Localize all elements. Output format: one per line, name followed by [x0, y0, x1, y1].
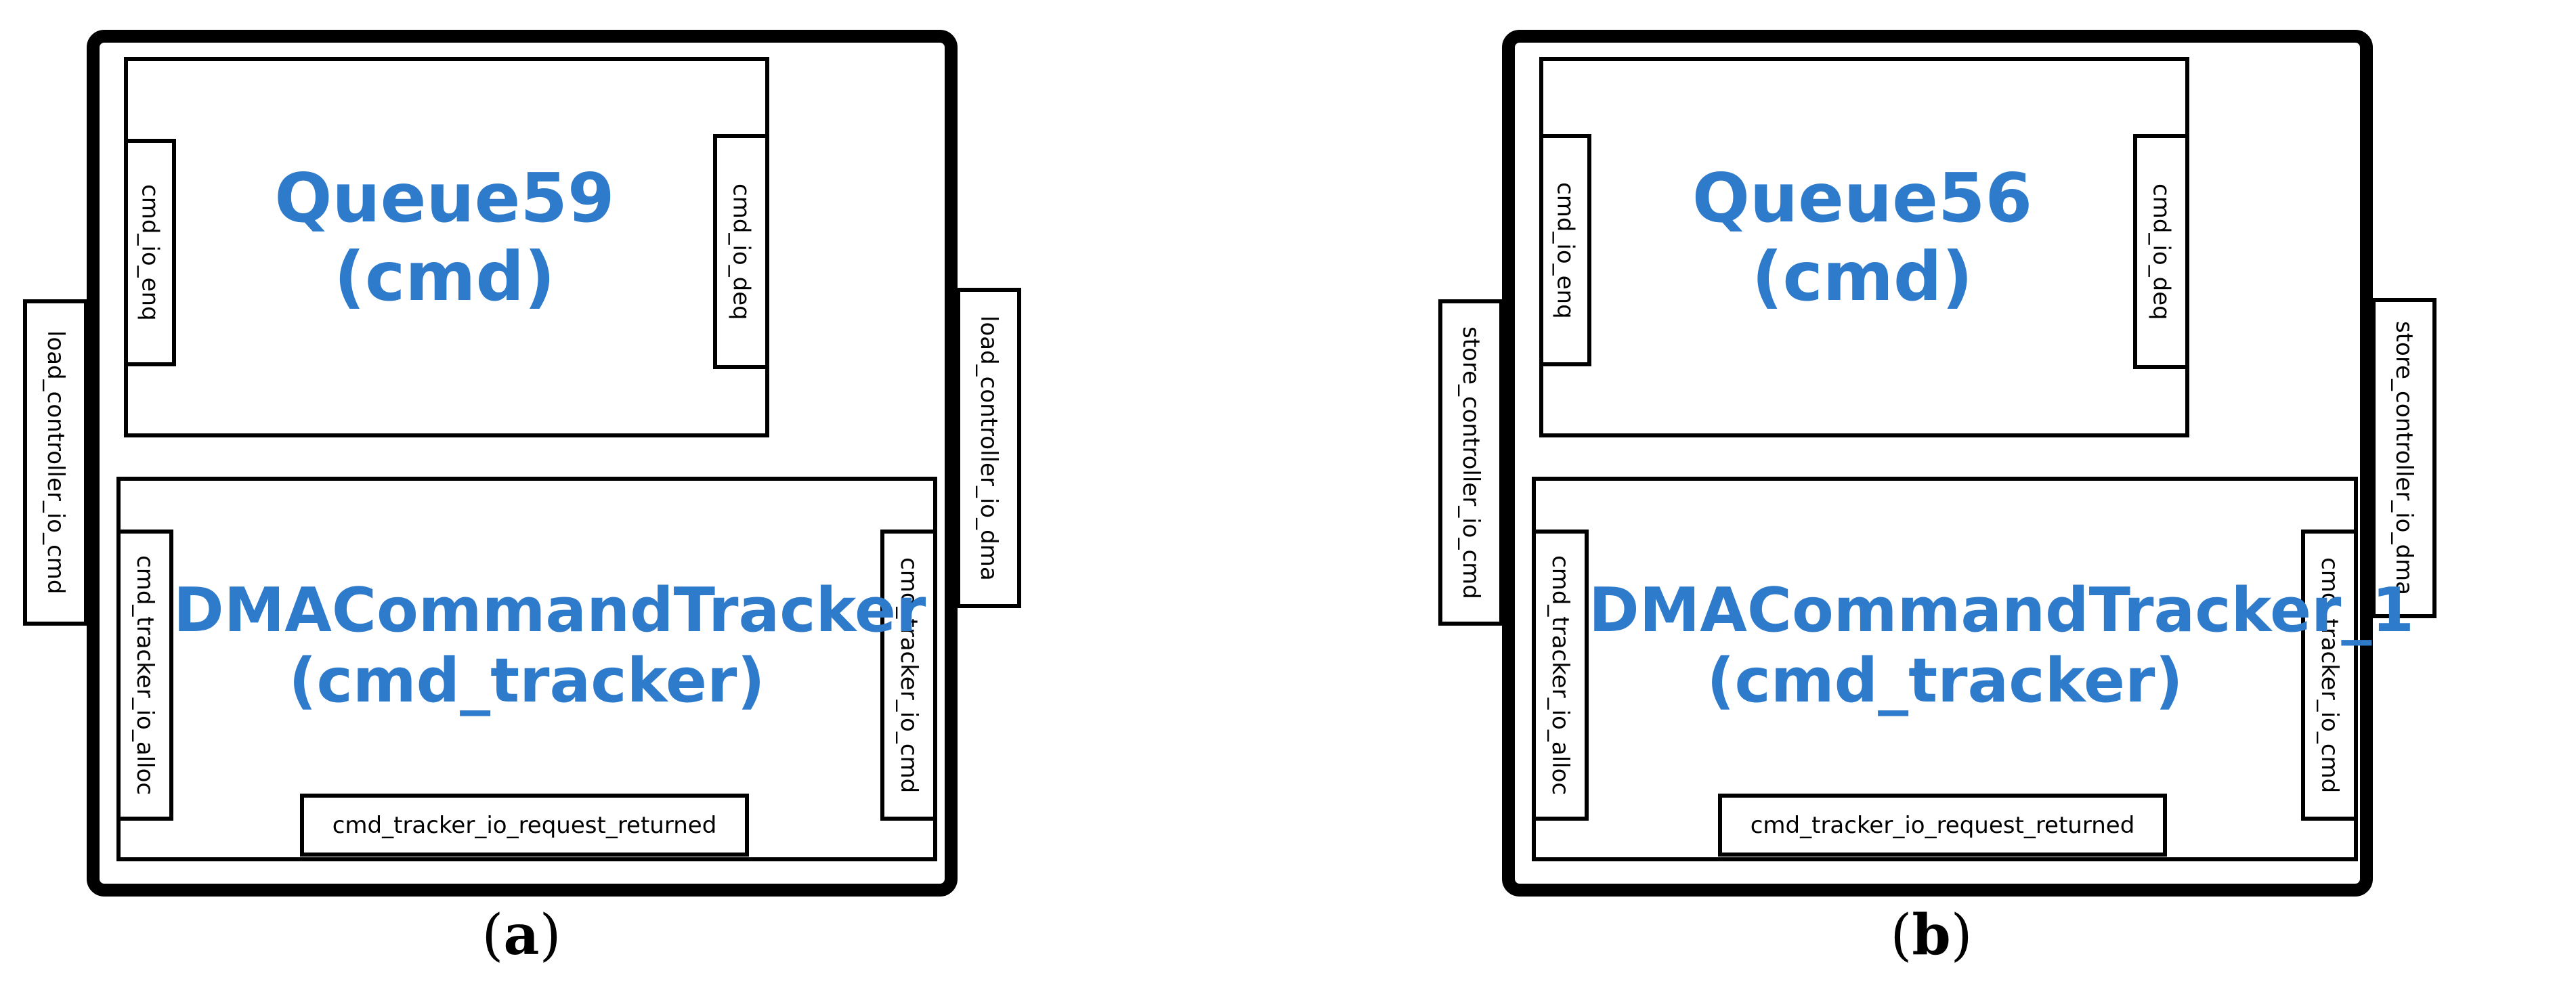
outer-right-port: load_controller_io_dma [956, 288, 1021, 608]
panel-caption: (a) [454, 907, 589, 964]
caption-close: ) [1950, 903, 1973, 968]
tracker-title: DMACommandTracker_1 (cmd_tracker) [1589, 575, 2415, 717]
tracker-bottom-port: cmd_tracker_io_request_returned [1718, 794, 2167, 857]
tracker-left-port-label: cmd_tracker_io_alloc [1547, 555, 1574, 796]
queue-instance: (cmd) [1751, 237, 1973, 316]
caption-close: ) [539, 903, 561, 968]
caption-letter: b [1912, 903, 1951, 968]
tracker-left-port: cmd_tracker_io_alloc [116, 530, 173, 821]
queue-right-port: cmd_io_deq [2133, 134, 2189, 369]
queue-name: Queue59 [274, 158, 615, 238]
tracker-right-port-label: cmd_tracker_io_cmd [895, 557, 922, 794]
queue-left-port-label: cmd_io_enq [136, 184, 164, 321]
tracker-right-port: cmd_tracker_io_cmd [880, 530, 937, 821]
caption-open: ( [481, 903, 504, 968]
queue-title: Queue56 (cmd) [1591, 159, 2133, 316]
queue-left-port: cmd_io_enq [1539, 134, 1591, 366]
outer-left-port: store_controller_io_cmd [1438, 299, 1503, 626]
queue-left-port-label: cmd_io_enq [1551, 181, 1579, 319]
queue-name: Queue56 [1692, 158, 2033, 238]
tracker-instance: (cmd_tracker) [1706, 645, 2183, 717]
queue-right-port-label: cmd_io_deq [2147, 183, 2175, 320]
queue-title: Queue59 (cmd) [176, 159, 713, 316]
tracker-bottom-port-label: cmd_tracker_io_request_returned [332, 811, 717, 839]
tracker-right-port: cmd_tracker_io_cmd [2301, 530, 2358, 821]
tracker-name: DMACommandTracker_1 [1589, 575, 2415, 646]
tracker-bottom-port-label: cmd_tracker_io_request_returned [1750, 811, 2135, 839]
outer-right-port-label: store_controller_io_dma [2390, 321, 2418, 595]
panel-b: store_controller_io_cmd store_controller… [1288, 0, 2576, 992]
tracker-left-port: cmd_tracker_io_alloc [1532, 530, 1589, 821]
outer-right-port: store_controller_io_dma [2371, 298, 2437, 618]
tracker-title: DMACommandTracker (cmd_tracker) [173, 575, 926, 717]
tracker-right-port-label: cmd_tracker_io_cmd [2316, 557, 2343, 794]
tracker-left-port-label: cmd_tracker_io_alloc [131, 555, 158, 796]
caption-letter: a [503, 903, 540, 968]
panel-caption: (b) [1864, 907, 1999, 964]
panel-a: load_controller_io_cmd load_controller_i… [23, 30, 1021, 964]
queue-right-port: cmd_io_deq [713, 134, 769, 369]
queue-module [1539, 57, 2189, 437]
tracker-instance: (cmd_tracker) [288, 645, 765, 717]
queue-left-port: cmd_io_enq [124, 139, 176, 366]
outer-left-port: load_controller_io_cmd [23, 299, 88, 626]
tracker-name: DMACommandTracker [173, 575, 926, 646]
caption-open: ( [1890, 903, 1912, 968]
queue-instance: (cmd) [334, 237, 555, 316]
queue-right-port-label: cmd_io_deq [727, 183, 755, 320]
outer-right-port-label: load_controller_io_dma [975, 315, 1002, 581]
outer-left-port-label: load_controller_io_cmd [42, 330, 69, 595]
outer-left-port-label: store_controller_io_cmd [1457, 326, 1484, 599]
tracker-bottom-port: cmd_tracker_io_request_returned [300, 794, 749, 857]
